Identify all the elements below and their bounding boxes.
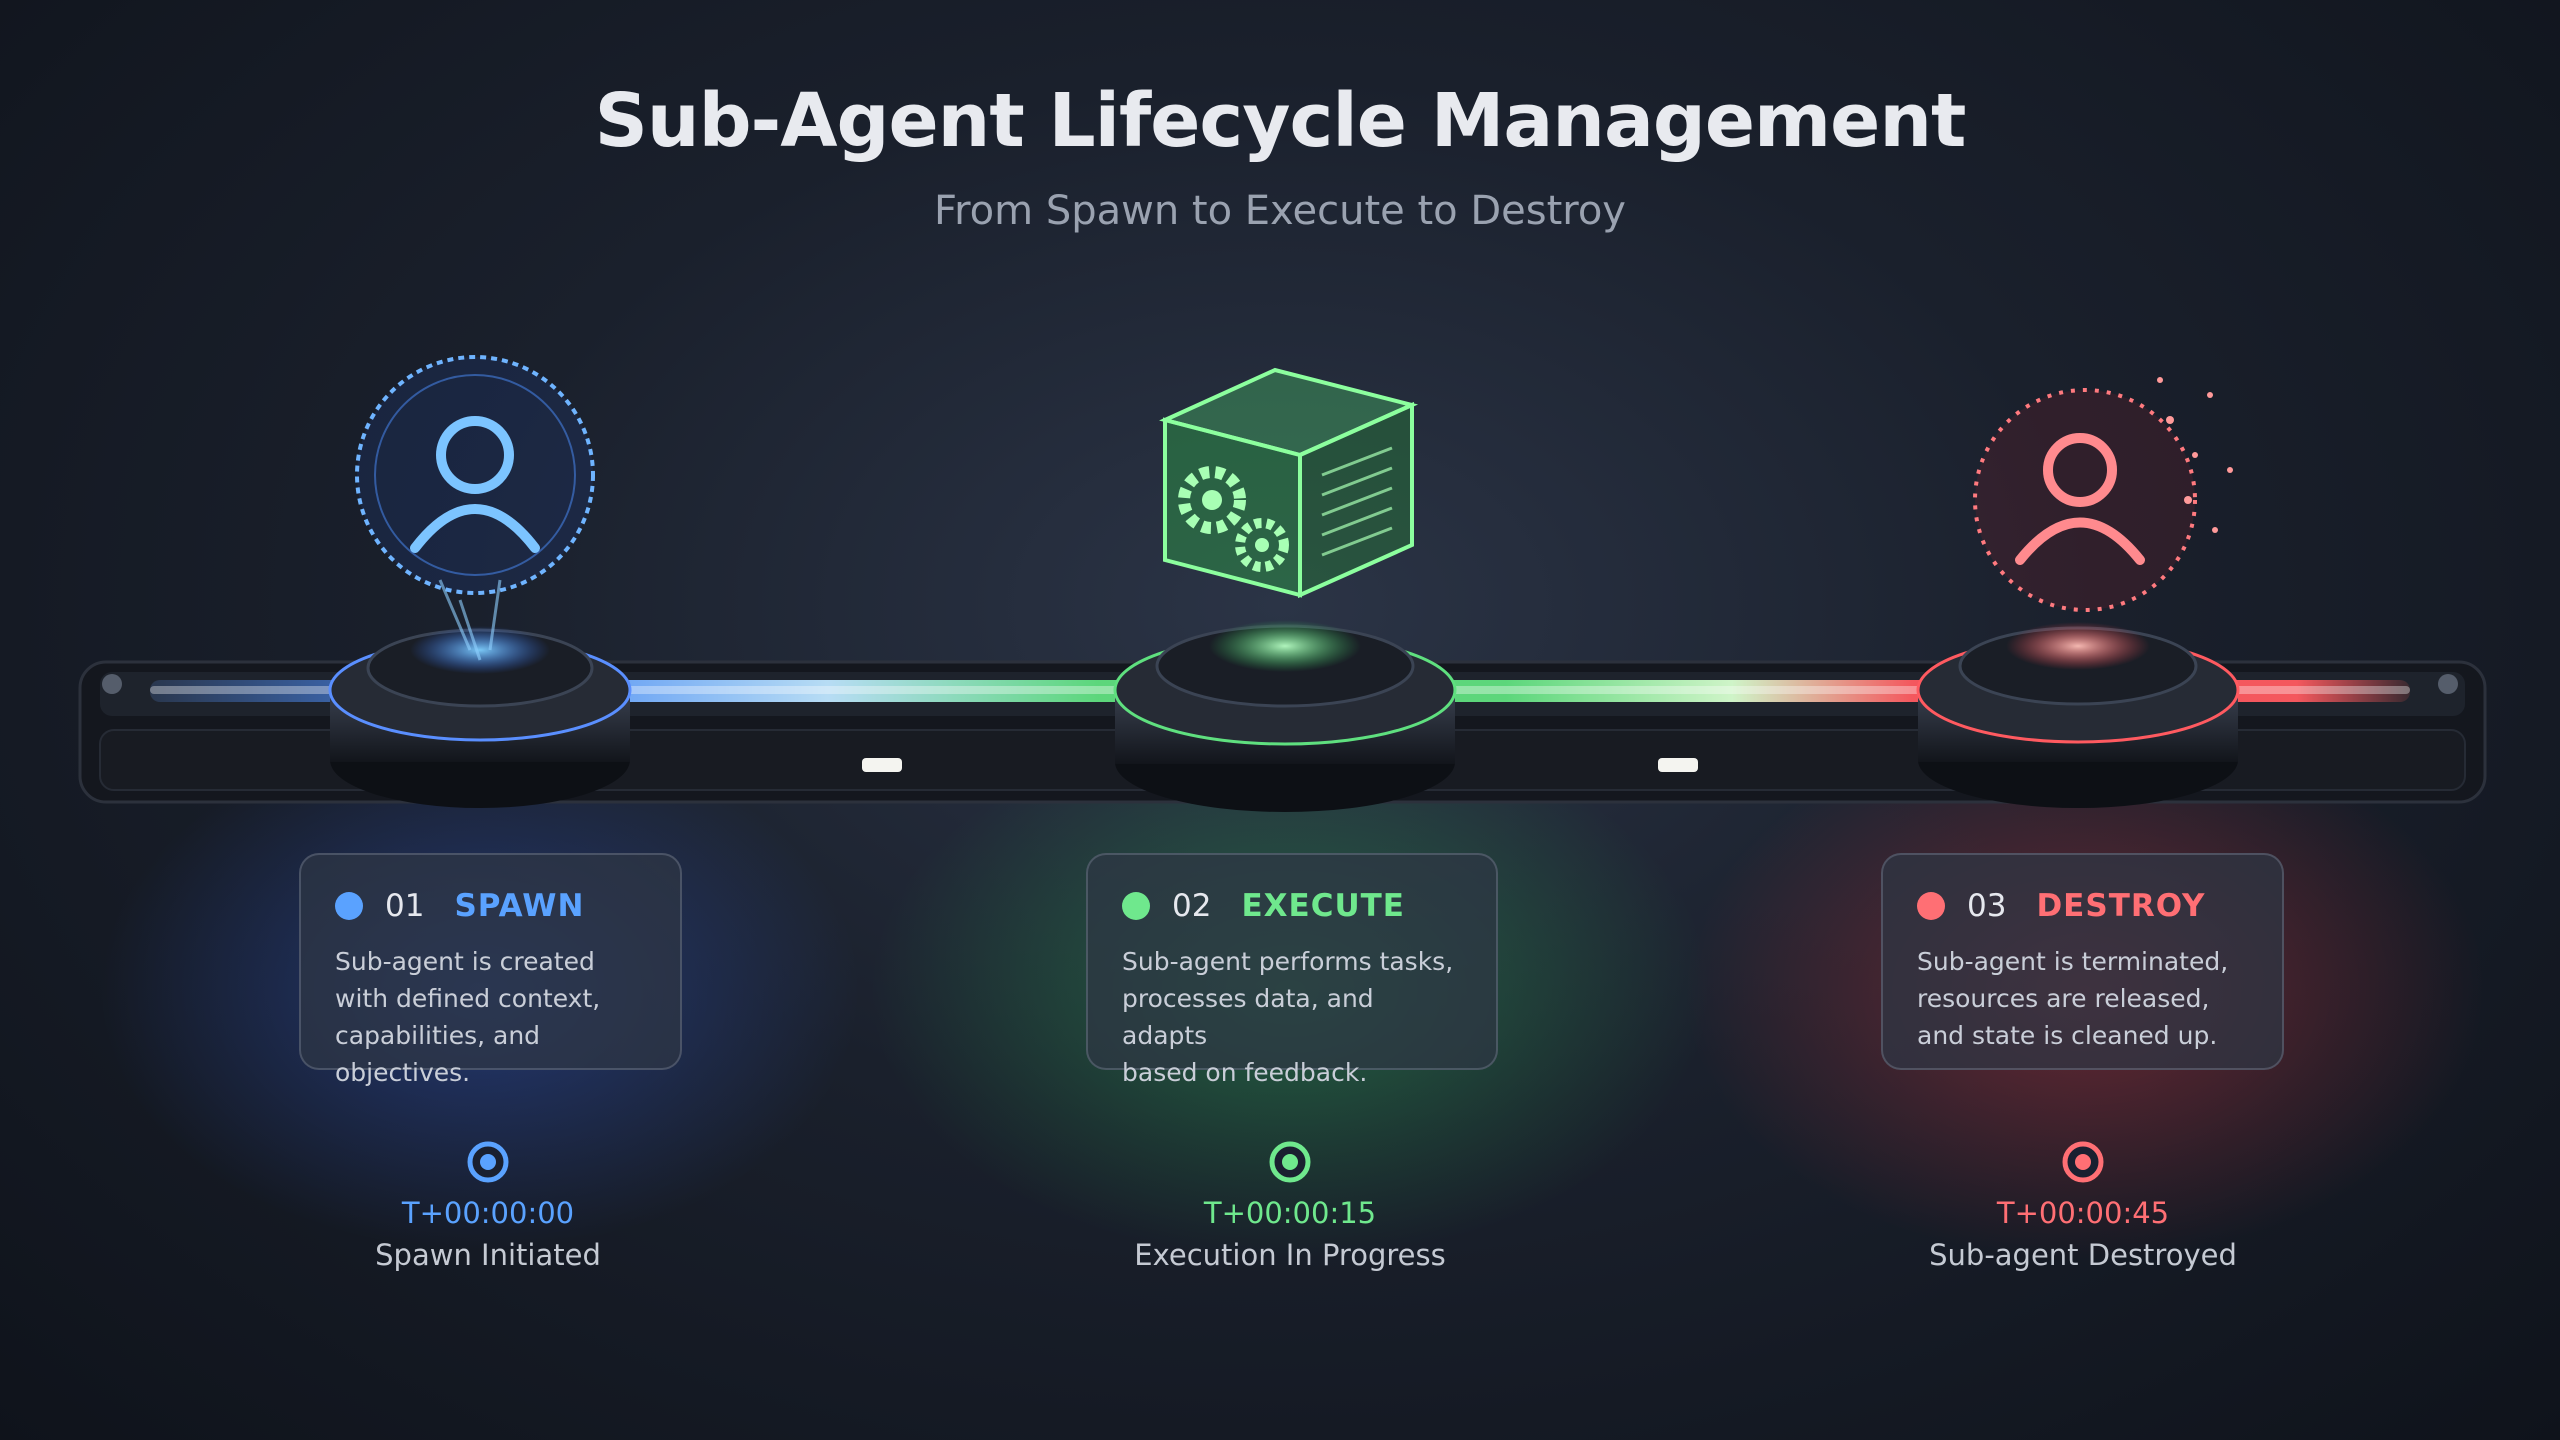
rail-indicator-light: [1658, 758, 1698, 772]
status-dot: [335, 892, 363, 920]
event-label-spawn: Spawn Initiated: [375, 1238, 601, 1272]
status-dot: [1122, 892, 1150, 920]
user-hologram-icon: [355, 355, 595, 661]
status-dot: [1917, 892, 1945, 920]
timeline-marker-execute: [1269, 1141, 1311, 1183]
gear-cube-icon: [1159, 367, 1419, 599]
timestamp-execute: T+00:00:15: [1203, 1196, 1377, 1230]
timestamp-destroy: T+00:00:45: [1996, 1196, 2170, 1230]
stage-name: EXECUTE: [1241, 888, 1405, 924]
timeline-marker-destroy: [2062, 1141, 2104, 1183]
spawn-pedestal: [328, 626, 632, 808]
stage-card-destroy: 03 DESTROY Sub-agent is terminated, reso…: [1881, 853, 2284, 1070]
rail-indicator-light: [862, 758, 902, 772]
page-subtitle: From Spawn to Execute to Destroy: [934, 188, 1626, 234]
timestamp-spawn: T+00:00:00: [401, 1196, 575, 1230]
dissolving-user-icon: [1973, 377, 2233, 612]
event-label-destroy: Sub-agent Destroyed: [1929, 1238, 2237, 1272]
event-label-execute: Execution In Progress: [1134, 1238, 1446, 1272]
stage-name: SPAWN: [454, 888, 585, 924]
stage-card-spawn: 01 SPAWN Sub-agent is created with defin…: [299, 853, 682, 1087]
execute-pedestal: [1113, 620, 1457, 812]
stage-name: DESTROY: [2036, 888, 2206, 924]
timeline-marker-spawn: [467, 1141, 509, 1183]
stage-number: 01: [385, 888, 425, 924]
stage-description: Sub-agent performs tasks, processes data…: [1122, 947, 1454, 1087]
stage-number: 03: [1967, 888, 2007, 924]
stage-description: Sub-agent is terminated, resources are r…: [1917, 947, 2229, 1050]
stage-card-execute: 02 EXECUTE Sub-agent performs tasks, pro…: [1086, 853, 1498, 1087]
destroy-pedestal: [1916, 622, 2240, 808]
page-title: Sub-Agent Lifecycle Management: [594, 78, 1967, 164]
stage-description: Sub-agent is created with defined contex…: [335, 947, 601, 1087]
stage-number: 02: [1172, 888, 1212, 924]
